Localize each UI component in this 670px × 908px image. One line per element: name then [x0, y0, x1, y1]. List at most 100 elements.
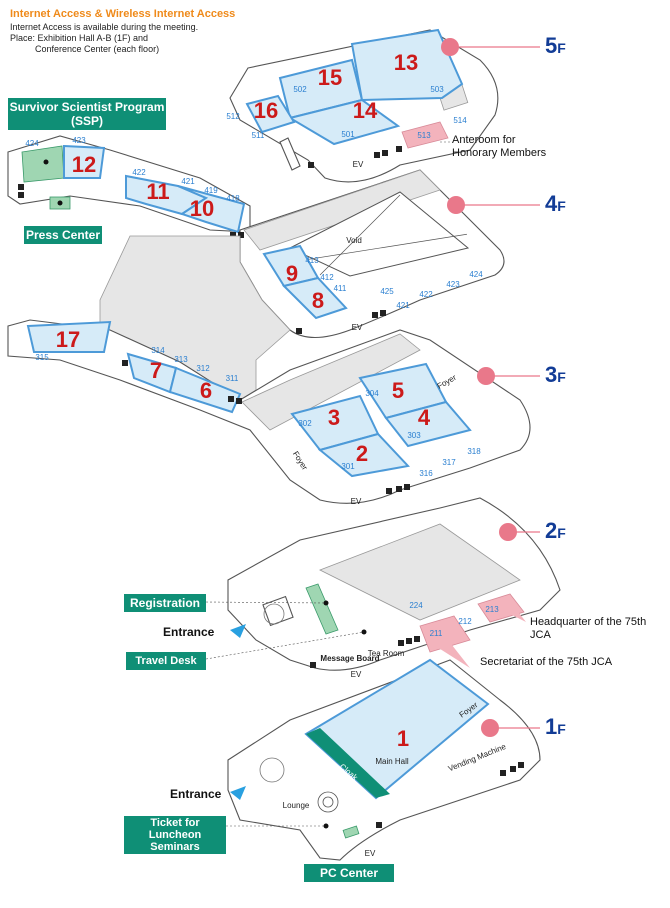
hall-11-number: 11: [146, 179, 169, 204]
restroom-5f-icon: [308, 146, 402, 168]
ev-5f-label: EV: [353, 160, 364, 169]
floor-3f-halls: [26, 320, 472, 478]
entrance-2f-label: Entrance: [163, 625, 215, 639]
registration-tag: Registration: [124, 594, 206, 612]
room-302-label: 302: [298, 419, 312, 428]
hall-14-area: [287, 98, 401, 146]
internet-access-line-3: Conference Center (each floor): [35, 44, 160, 54]
entrance-2f-arrow-icon: [230, 624, 246, 638]
restroom-4f-icon: [230, 232, 386, 334]
internet-access-line-1: Internet Access is available during the …: [10, 22, 199, 32]
room-417-label: 422: [132, 168, 146, 177]
secretariat-pointer: [426, 640, 470, 668]
hall-7-number: 7: [150, 358, 162, 383]
press-center-dot: [57, 200, 63, 206]
room-421-label: 421: [396, 301, 410, 310]
room-514-label: 514: [453, 116, 467, 125]
hall-13-area: [350, 28, 464, 102]
hall-2-number: 2: [356, 441, 368, 466]
room-411-label: 411: [334, 284, 347, 293]
ev-1f-label: EV: [365, 849, 376, 858]
room-502-label: 502: [293, 85, 307, 94]
hall-5-number: 5: [392, 378, 404, 403]
room-313-label: 313: [174, 355, 188, 364]
hall-16-area: [245, 94, 296, 134]
room-424-label: 424: [469, 270, 483, 279]
ssp-location-dot: [43, 159, 49, 165]
floor-2f-plan: [227, 497, 561, 671]
press-center-tag: Press Center: [24, 226, 102, 244]
ev-2f-label: EV: [351, 670, 362, 679]
ticket-luncheon-tag: Ticket for Luncheon Seminars: [124, 816, 226, 854]
hall-13-number: 13: [394, 50, 418, 75]
floor-4f-label: 4F: [545, 191, 566, 216]
hall-17-area: [26, 320, 112, 353]
hall-2-area: [317, 432, 410, 478]
room-415-label: 419: [204, 186, 218, 195]
room-416-label: 421: [181, 177, 195, 186]
room-425-label: 425: [380, 287, 394, 296]
hall-8-number: 8: [312, 288, 324, 313]
restroom-2f-icon: [310, 636, 420, 668]
floor-5f-label: 5F: [545, 33, 566, 58]
entrance-1f-arrow-icon: [230, 786, 246, 800]
travel-desk-tag: Travel Desk: [126, 652, 206, 670]
floor-4f-west-wing: [7, 135, 251, 234]
room-422-label: 422: [419, 290, 433, 299]
travel-desk-leader: [205, 631, 365, 660]
room-224-label: 224: [409, 601, 423, 610]
room-311-label: 311: [226, 374, 239, 383]
ev-4f-label: EV: [352, 323, 363, 332]
hall-6-number: 6: [200, 378, 212, 403]
headquarter-pointer: [506, 604, 526, 622]
room-314-label: 314: [151, 346, 165, 355]
room-312-label: 312: [196, 364, 210, 373]
ssp-room-419: [21, 145, 65, 183]
room-211-label: 211: [430, 629, 443, 638]
room-213-label: 213: [485, 605, 499, 614]
headquarter-note: Headquarter of the 75th JCA: [530, 616, 647, 641]
hall-4-area: [384, 400, 472, 448]
ssp-tag: Survivor Scientist Program (SSP): [8, 98, 166, 130]
hall-1-number: 1: [397, 726, 409, 751]
registration-leader: [205, 601, 327, 604]
hall-10-number: 10: [190, 196, 214, 221]
room-423-label: 423: [446, 280, 460, 289]
room-304-label: 304: [365, 389, 379, 398]
hall-3-number: 3: [328, 405, 340, 430]
ev-3f-label: EV: [351, 497, 362, 506]
hall-12-area: [63, 144, 106, 179]
room-301-label: 301: [341, 462, 355, 471]
pc-center-room: [342, 825, 360, 839]
hall-15-number: 15: [318, 65, 342, 90]
cloak-counter: [306, 728, 390, 798]
floor-4f-halls: [262, 244, 348, 320]
restroom-3f-icon: [122, 360, 410, 494]
room-414-label: 418: [226, 194, 240, 203]
hall-4-number: 4: [418, 405, 431, 430]
anteroom-note: Anteroom for Honorary Members: [452, 134, 547, 159]
hall-6-area: [168, 366, 242, 414]
floor-4f-plan: [239, 169, 505, 338]
floor-3f-label: 3F: [545, 362, 566, 387]
hall-16-number: 16: [254, 98, 278, 123]
void-label: Void: [346, 236, 362, 245]
room-512-label: 512: [226, 112, 240, 121]
message-board-label: Message Board: [320, 654, 379, 663]
internet-access-info: Internet Access & Wireless Internet Acce…: [10, 8, 250, 55]
room-315-label: 315: [35, 353, 49, 362]
room-511-label: 511: [252, 131, 265, 140]
pc-center-tag: PC Center: [304, 864, 394, 882]
lounge-label: Lounge: [283, 801, 310, 810]
ticket-dot: [323, 823, 329, 829]
floor-1f-label: 1F: [545, 714, 566, 739]
room-513-label: 513: [417, 131, 431, 140]
floor-markers: [441, 38, 540, 737]
floor-2f-label: 2F: [545, 518, 566, 543]
room-501-label: 501: [341, 130, 355, 139]
secretariat-note: Secretariat of the 75th JCA: [480, 656, 613, 668]
tea-room-label: Tea Room: [368, 649, 405, 658]
internet-access-title: Internet Access & Wireless Internet Acce…: [10, 8, 236, 20]
entrance-1f-label: Entrance: [170, 787, 222, 801]
room-316-label: 316: [419, 469, 433, 478]
